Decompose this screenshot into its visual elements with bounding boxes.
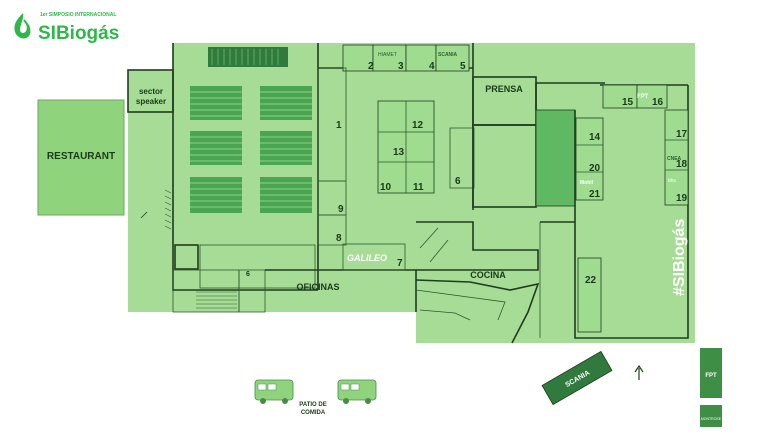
booth-5-number: 5 — [460, 61, 466, 72]
fpt-logo-2: FPT — [705, 373, 717, 379]
scania-truck-icon: SCANIA — [541, 350, 613, 406]
booth-17-number: 17 — [676, 129, 688, 140]
booth-4[interactable] — [405, 44, 437, 72]
hashtag-label: #SIBiogás — [671, 219, 688, 296]
oficinas-label: OFICINAS — [296, 282, 339, 292]
booth-10-number: 10 — [380, 182, 392, 193]
green-hall — [535, 109, 576, 207]
booth-22[interactable] — [577, 257, 602, 333]
cnea-logo: CNEA — [667, 156, 682, 162]
hiamet-logo: HIAMET — [378, 52, 397, 58]
booth-14-number: 14 — [589, 132, 601, 143]
booth-number: 6 — [246, 271, 250, 278]
header-subtitle: 1er SIMPOSIO INTERNACIONAL — [40, 12, 116, 18]
header-title: SIBiogás — [38, 23, 119, 44]
booth-22-number: 22 — [585, 275, 597, 286]
booth-12-number: 12 — [412, 120, 424, 131]
booth-5[interactable] — [435, 44, 470, 72]
booth-4-number: 4 — [429, 61, 435, 72]
booth-3-number: 3 — [398, 61, 404, 72]
fpt-banner — [700, 348, 722, 398]
booth-2[interactable] — [342, 44, 374, 72]
restaurant-label: RESTAURANT — [47, 151, 115, 162]
booth-16[interactable] — [636, 84, 668, 109]
stage-chairs — [211, 49, 279, 65]
booth-2-number: 2 — [368, 61, 374, 72]
biogas-flame-logo — [14, 13, 31, 39]
food-truck-icon-2 — [337, 379, 377, 404]
fpt-logo-1: FPT — [637, 94, 649, 100]
booth-11-number: 11 — [413, 182, 424, 193]
montrose-sign — [700, 405, 722, 427]
patio-label-1: PATIO DE — [299, 402, 326, 408]
north-arrow-icon — [634, 364, 644, 380]
mobil-logo: Mobil — [580, 180, 594, 186]
right-column-booths — [664, 109, 689, 206]
booth-16-number: 16 — [652, 97, 664, 108]
food-truck-icon — [254, 379, 294, 404]
patio-label-2: COMIDA — [301, 410, 326, 416]
booth-1-number: 1 — [336, 120, 342, 131]
booth-19-number: 19 — [676, 193, 688, 204]
booth-9-number: 9 — [338, 204, 344, 215]
restaurant-area — [37, 99, 125, 216]
booth-7[interactable] — [342, 243, 406, 271]
booth-13-number: 13 — [393, 147, 405, 158]
scania-logo: SCANIA — [438, 52, 458, 58]
booth-7-number: 7 — [397, 258, 403, 269]
booth-20-number: 20 — [589, 163, 601, 174]
left-column-booths — [575, 117, 604, 201]
montrose-logo: MONTROSE — [701, 417, 722, 421]
stairs — [196, 291, 237, 309]
sector-speaker-label-2: speaker — [136, 97, 166, 106]
galileo-logo: GALILEO — [347, 253, 387, 263]
booth-21-number: 21 — [589, 189, 601, 200]
cocina-label: COCINA — [470, 270, 506, 280]
prensa-label: PRENSA — [485, 84, 523, 94]
sibiogas-logo: 1er SIMPOSIO INTERNACIONAL SIBiogás — [14, 12, 119, 44]
main-building: sector speaker — [127, 43, 695, 344]
booth-6-number: 6 — [455, 176, 461, 187]
booth-15-number: 15 — [622, 97, 634, 108]
auditorium-corner-room — [174, 244, 199, 270]
bhv-logo: bhv — [668, 178, 677, 184]
entrance-arrow-icon — [140, 211, 148, 219]
booth-8-number: 8 — [336, 233, 342, 244]
sector-speaker-label-1: sector — [139, 87, 163, 96]
booth-18-number: 18 — [676, 159, 688, 170]
